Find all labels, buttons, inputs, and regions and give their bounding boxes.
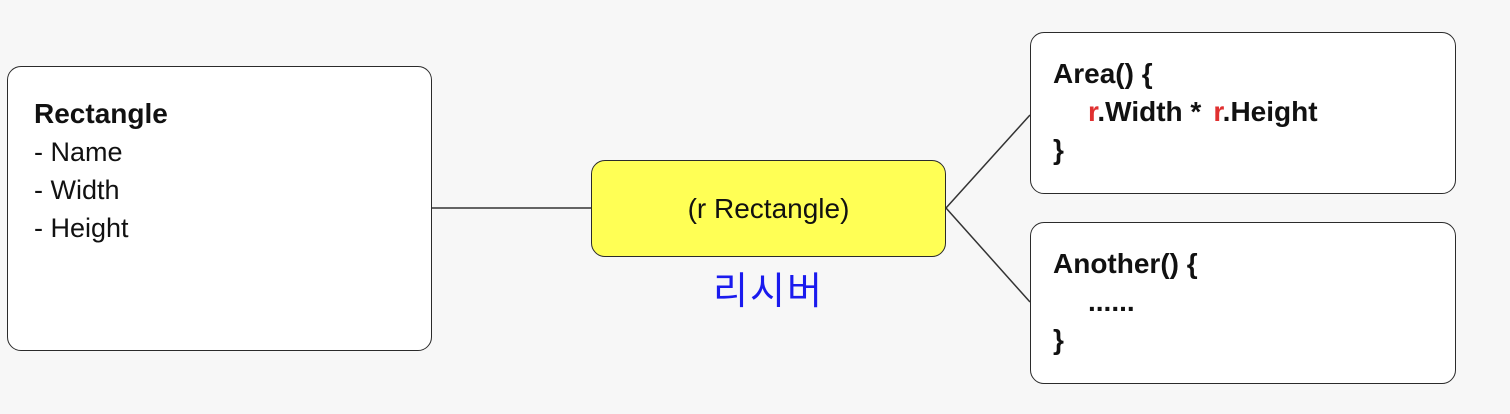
receiver-box: (r Rectangle)	[591, 160, 946, 257]
receiver-label: (r Rectangle)	[687, 192, 850, 224]
method-area-height-expr: .Height	[1222, 96, 1318, 127]
receiver-to-area-line	[945, 114, 1031, 209]
method-area-signature: Area() {	[1053, 58, 1153, 89]
struct-field-width: - Width	[34, 175, 120, 205]
receiver-var: r	[1213, 96, 1223, 127]
struct-field-name: - Name	[34, 137, 123, 167]
method-another-close: }	[1053, 324, 1064, 355]
receiver-var: r	[1088, 96, 1098, 127]
method-area-body: r.Width *r.Height	[1053, 93, 1455, 131]
method-another-box: Another() { ...... }	[1030, 222, 1456, 384]
struct-title: Rectangle	[34, 98, 168, 129]
struct-box: Rectangle - Name - Width - Height	[7, 66, 432, 351]
receiver-to-another-line	[945, 207, 1031, 303]
method-area-box: Area() { r.Width *r.Height }	[1030, 32, 1456, 194]
method-area-close: }	[1053, 134, 1064, 165]
method-area-width-expr: .Width *	[1097, 96, 1202, 127]
method-another-signature: Another() {	[1053, 248, 1198, 279]
receiver-caption: 리시버	[713, 269, 824, 313]
struct-field-height: - Height	[34, 213, 129, 243]
method-another-body: ......	[1088, 286, 1135, 317]
